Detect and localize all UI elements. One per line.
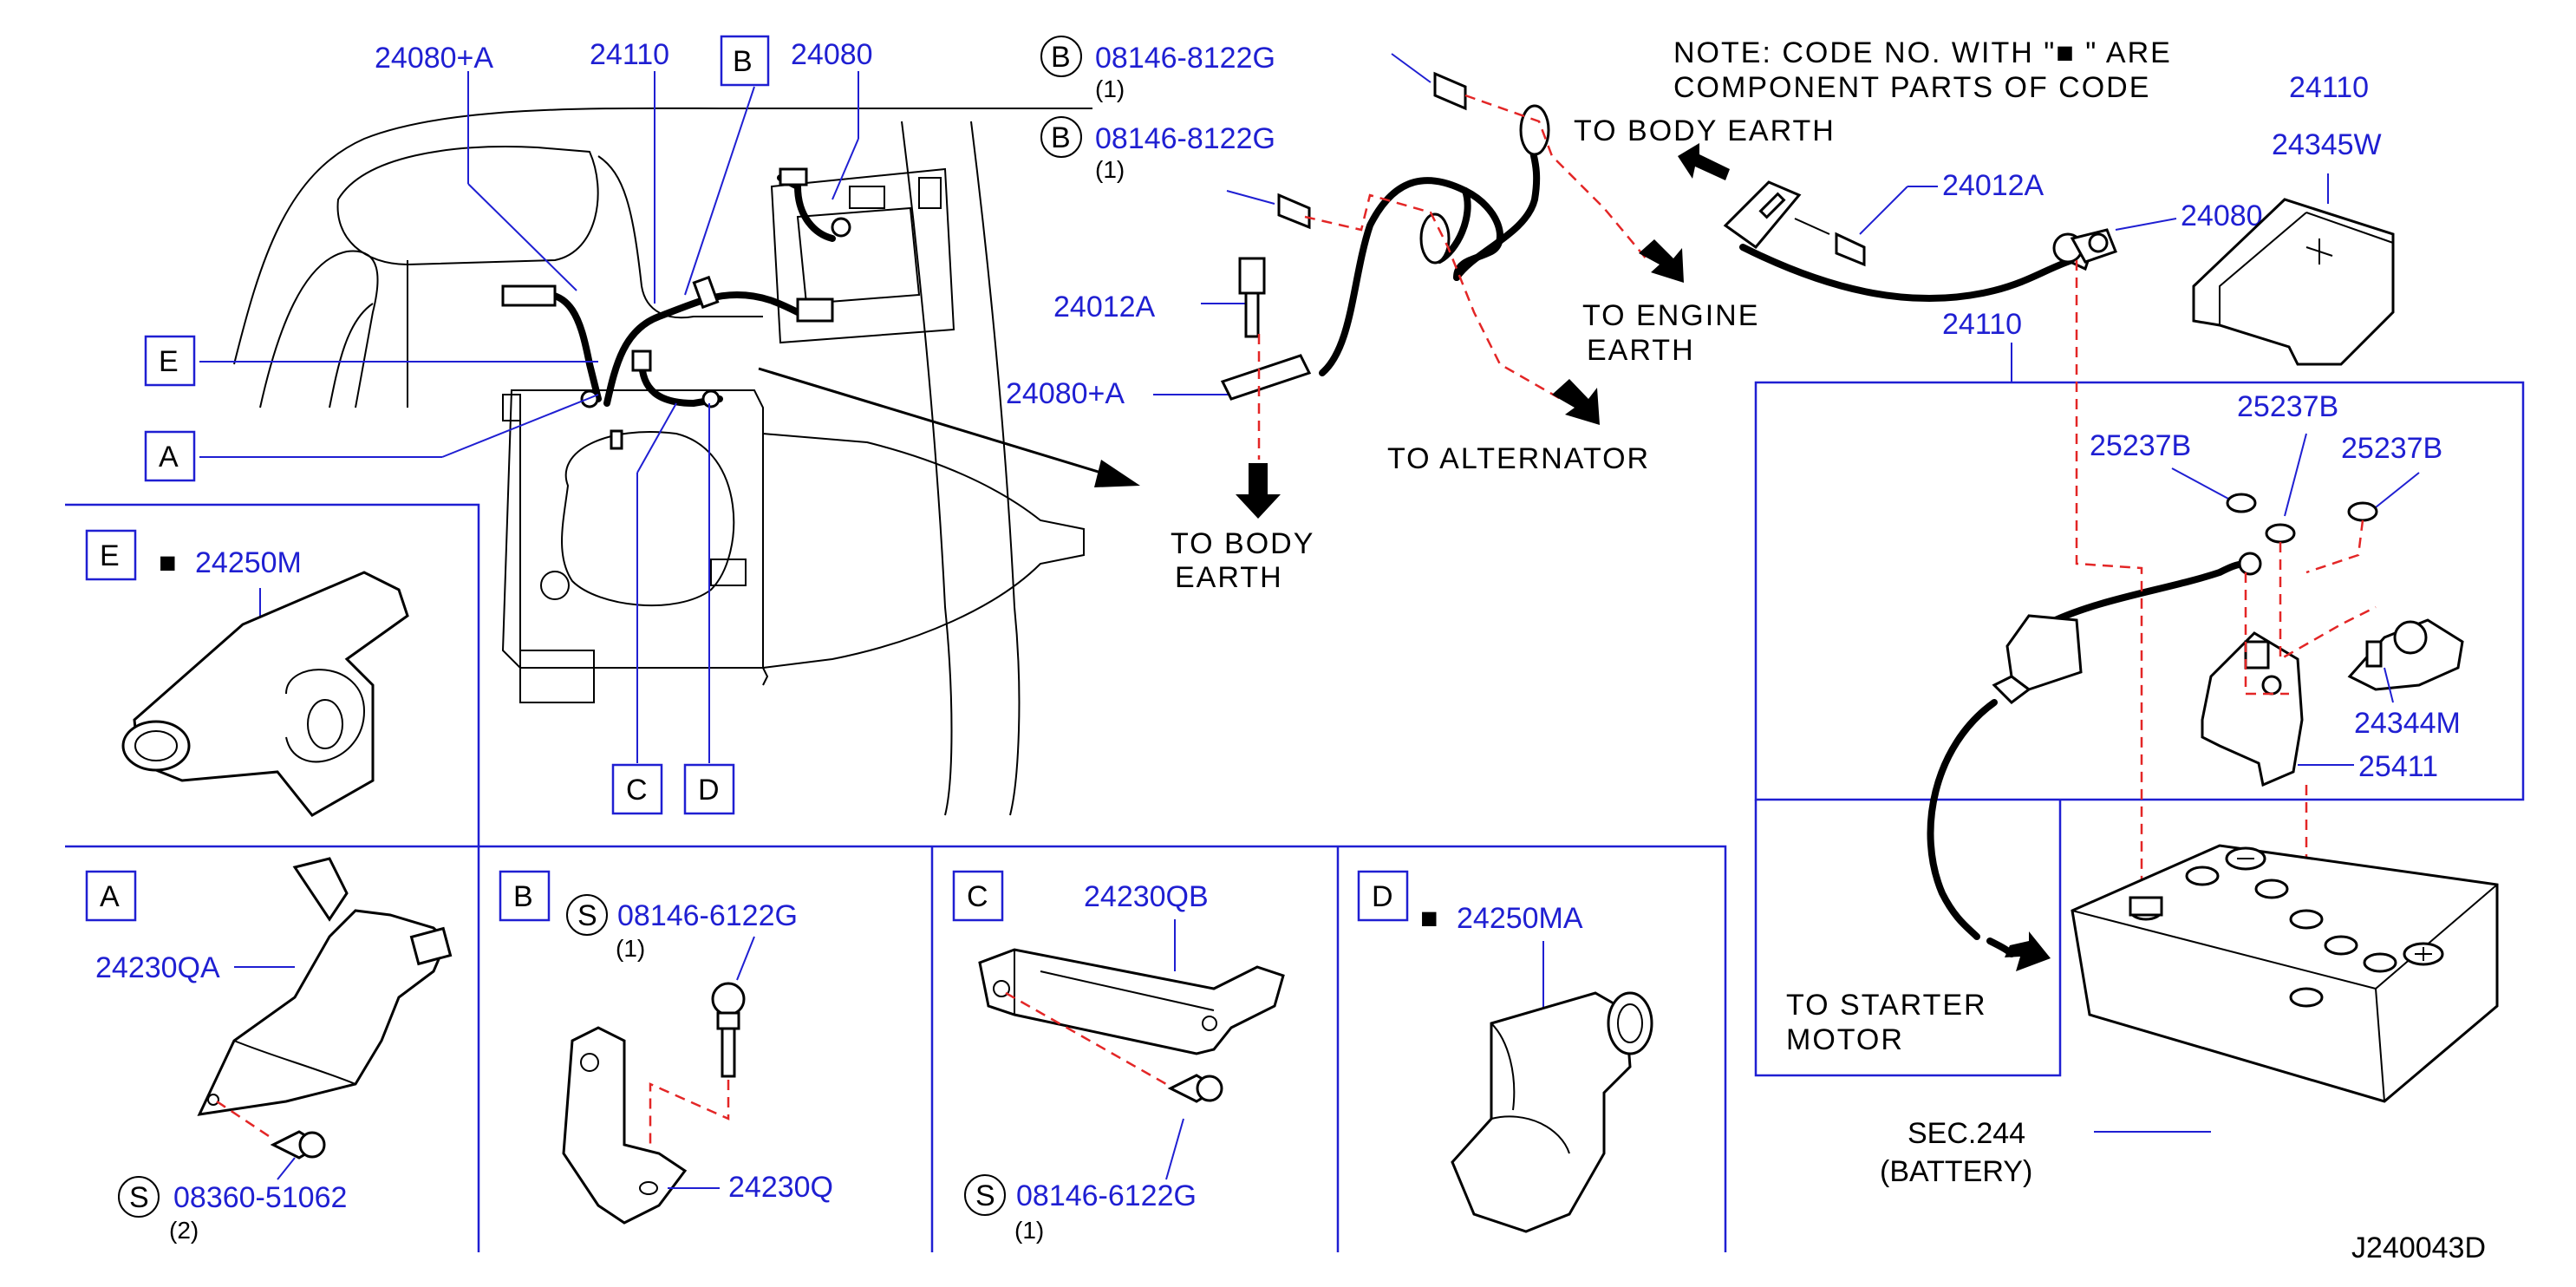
bolt2-qty: (1) [1095, 156, 1125, 183]
battery-sec-label: SEC.244 [1908, 1117, 2025, 1150]
panel-D-marker: ■ [1420, 902, 1438, 935]
panel-C: C 24230QB S 08146-6122G (1) [952, 870, 1285, 1244]
panel-D-part-number: 24250MA [1457, 902, 1583, 935]
right-assembly: 25237B 25237B 25237B TO STARTER MOTOR 25… [1786, 260, 2499, 1264]
to-starter-line2: MOTOR [1786, 1023, 1904, 1056]
battery [2071, 844, 2499, 1103]
panel-B-bolt-qty: (1) [616, 935, 645, 962]
panel-B-bolt-symbol: S [577, 899, 597, 932]
note-line1: NOTE: CODE NO. WITH "■ " ARE [1673, 36, 2172, 69]
label-24344M: 24344M [2354, 707, 2461, 740]
panel-A-part-number: 24230QA [95, 951, 220, 984]
panel-E-letter: E [100, 539, 120, 572]
callout-A-main: A [159, 441, 179, 474]
label-24080-top-right: 24080 [2181, 199, 2263, 232]
to-starter-line1: TO STARTER [1786, 989, 1987, 1022]
panel-D-letter: D [1372, 880, 1393, 913]
bolt2-part-number: 08146-8122G [1095, 122, 1275, 155]
label-24110-main: 24110 [590, 38, 669, 71]
bolt2-symbol: B [1051, 121, 1071, 154]
to-alternator-label: TO ALTERNATOR [1387, 442, 1650, 475]
engine-bay-sketch [233, 107, 1092, 816]
panel-A-letter: A [100, 880, 120, 913]
main-leaders [199, 71, 859, 763]
bolt-mid [1226, 190, 1311, 230]
panel-C-bolt-symbol: S [975, 1179, 995, 1212]
bolt-top [1391, 53, 1467, 111]
panel-D: D ■ 24250MA [1357, 870, 1653, 1233]
label-25237B-2: 25237B [2237, 390, 2338, 423]
panel-E-part-number: 24250M [195, 546, 302, 579]
detail-arrow [758, 367, 1140, 487]
main-callouts: 24080+A 24110 B 24080 E A C D [144, 35, 873, 815]
arrow-to-alternator [1552, 379, 1600, 425]
note-code: 24110 [2289, 71, 2369, 104]
label-24080A-center: 24080+A [1006, 377, 1125, 410]
label-25237B-3: 25237B [2341, 432, 2442, 465]
callout-B-main: B [733, 45, 753, 78]
panel-frames [65, 381, 2525, 1252]
callout-D-main: D [698, 774, 720, 807]
label-24080A-main: 24080+A [375, 42, 493, 75]
panel-C-letter: C [967, 880, 988, 913]
top-right-detail: NOTE: CODE NO. WITH "■ " ARE COMPONENT P… [1673, 36, 2395, 382]
panel-A-bolt-symbol: S [129, 1181, 149, 1214]
label-25411: 25411 [2358, 750, 2438, 783]
bolt1-qty: (1) [1095, 75, 1125, 102]
bolt1-part-number: 08146-8122G [1095, 42, 1275, 75]
panel-B-part-number: 24230Q [728, 1171, 833, 1204]
label-24080-main: 24080 [791, 38, 873, 71]
panel-B-letter: B [513, 880, 533, 913]
arrow-to-engine-earth [1639, 239, 1684, 283]
panel-A: A 24230QA S 08360-51062 (2) [85, 857, 453, 1244]
battery-name-label: (BATTERY) [1880, 1155, 2032, 1188]
label-24110-right: 24110 [1942, 308, 2022, 341]
to-engine-earth-line1: TO ENGINE [1582, 299, 1759, 332]
panel-B: B S 08146-6122G (1) 24230Q [499, 870, 833, 1225]
callout-C-main: C [626, 774, 648, 807]
label-24345W: 24345W [2272, 128, 2382, 161]
arrow-to-body-earth [1236, 463, 1281, 519]
panel-C-part-number: 24230QB [1084, 880, 1209, 913]
panel-A-bolt-part-number: 08360-51062 [173, 1181, 347, 1214]
panel-B-bolt-part-number: 08146-6122G [617, 899, 798, 932]
bolt-24012A [1238, 257, 1266, 338]
label-24012A-top-right: 24012A [1942, 169, 2044, 202]
drawing-id: J240043D [2351, 1231, 2486, 1264]
label-25237B-1: 25237B [2090, 429, 2191, 462]
to-body-earth-line2: EARTH [1175, 561, 1283, 594]
center-cable-detail: B 08146-8122G (1) B 08146-8122G (1) 2401… [1006, 36, 1836, 594]
bolt1-symbol: B [1051, 41, 1071, 74]
panel-E: E ■ 24250M [85, 529, 409, 817]
panel-A-bolt-qty: (2) [169, 1217, 199, 1244]
to-body-earth-top-label: TO BODY EARTH [1574, 114, 1836, 147]
note-line2: COMPONENT PARTS OF CODE [1673, 71, 2150, 104]
label-24012A-center: 24012A [1053, 291, 1156, 323]
panel-C-bolt-qty: (1) [1014, 1217, 1044, 1244]
panel-E-marker: ■ [159, 546, 177, 579]
to-engine-earth-line2: EARTH [1587, 334, 1695, 367]
panel-C-bolt-part-number: 08146-6122G [1016, 1179, 1197, 1212]
to-body-earth-line1: TO BODY [1171, 527, 1314, 560]
callout-E-main: E [159, 345, 179, 378]
